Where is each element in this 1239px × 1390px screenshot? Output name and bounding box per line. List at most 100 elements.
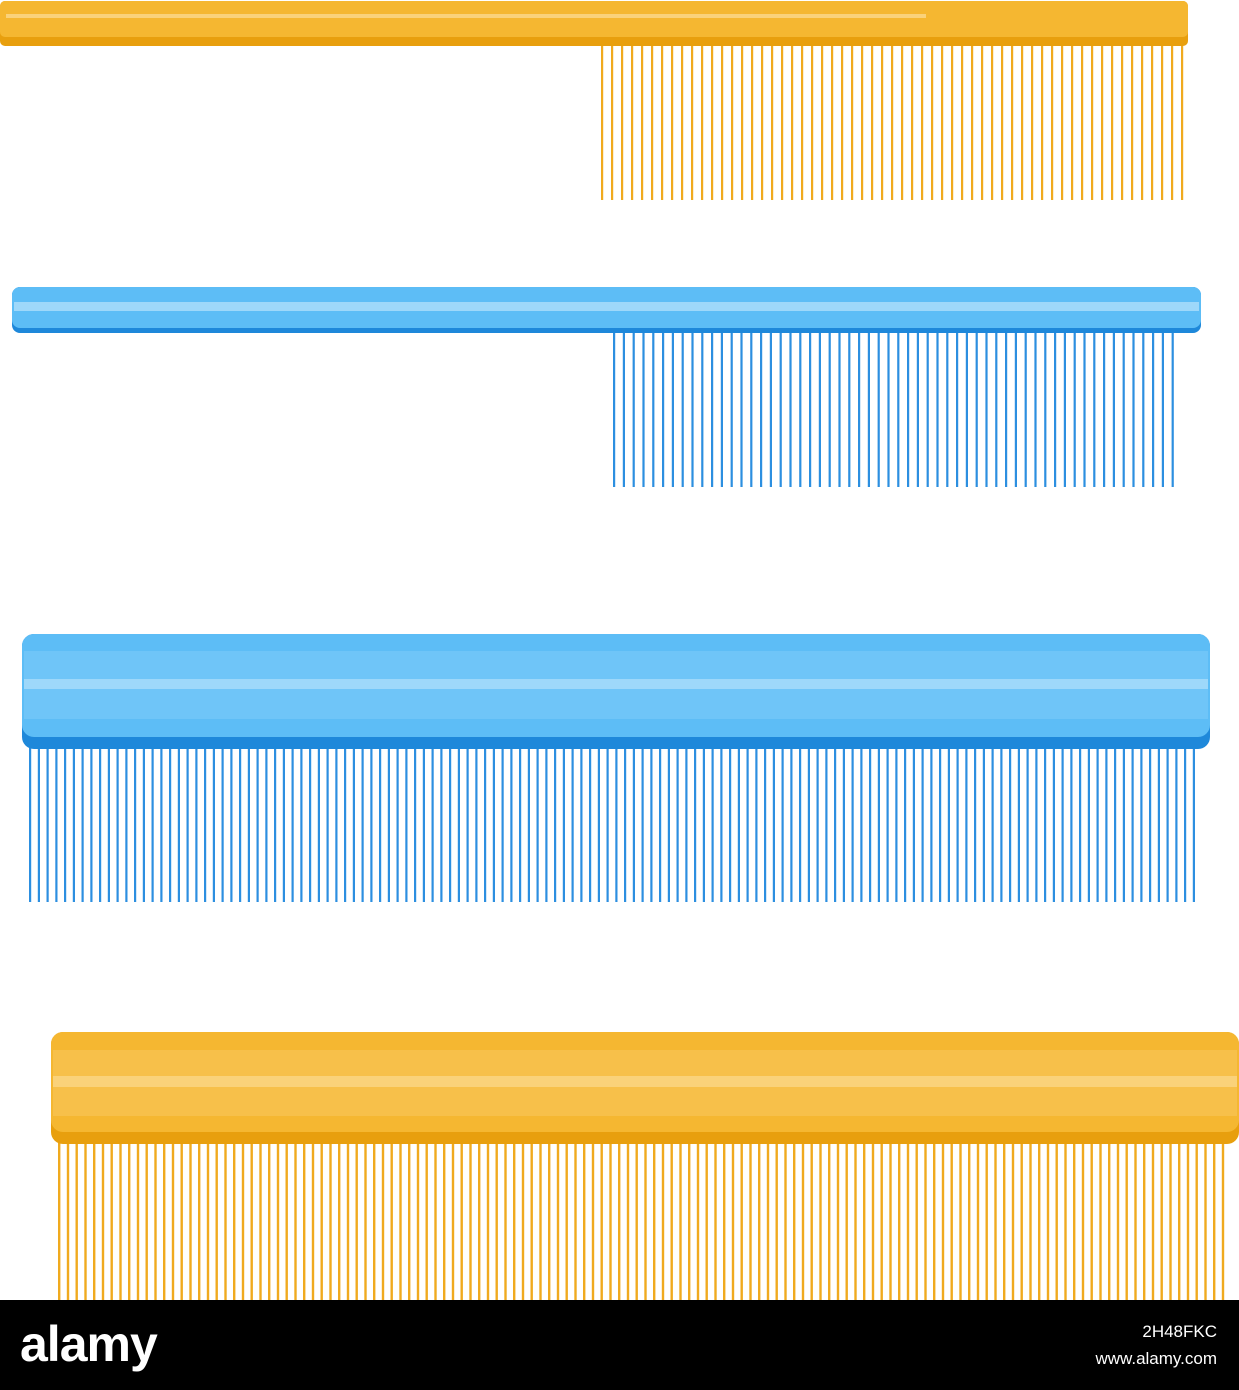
comb-tooth <box>968 1136 971 1300</box>
comb-tooth <box>591 1136 595 1300</box>
comb-tooth <box>667 740 670 902</box>
comb-tooth <box>285 1136 288 1300</box>
comb-tooth <box>807 740 810 902</box>
comb-tooth <box>711 40 714 200</box>
comb-tooth <box>651 40 654 200</box>
comb-tooth <box>212 740 215 902</box>
comb-tooth <box>641 40 644 200</box>
comb-tooth <box>609 1136 612 1300</box>
comb-tooth <box>204 740 207 902</box>
comb-tooth <box>1122 326 1125 487</box>
comb-tooth <box>904 740 907 902</box>
comb-tooth <box>154 1136 157 1300</box>
comb-tooth <box>206 1136 210 1300</box>
comb-tooth <box>951 40 954 200</box>
comb-tooth <box>1096 740 1099 902</box>
comb-tooth <box>685 740 688 902</box>
comb-tooth <box>811 40 814 200</box>
comb-tooth <box>642 326 645 487</box>
comb-tooth <box>971 40 974 200</box>
comb-tooth <box>869 740 872 902</box>
comb-tooth <box>107 740 110 902</box>
comb-tooth <box>510 740 513 902</box>
comb-tooth <box>821 40 824 200</box>
comb-tooth <box>1081 40 1084 200</box>
orange-wide-comb-teeth <box>58 1136 1225 1300</box>
comb-tooth <box>818 326 821 487</box>
image-url-label: www.alamy.com <box>1095 1349 1217 1368</box>
orange-handled-comb-teeth <box>601 40 1184 200</box>
comb-tooth <box>641 740 644 902</box>
comb-tooth <box>326 740 329 902</box>
comb-tooth <box>1157 740 1160 902</box>
comb-tooth <box>1090 1136 1093 1300</box>
comb-tooth <box>457 740 460 902</box>
comb-tooth <box>897 326 900 487</box>
comb-tooth <box>1161 326 1164 487</box>
comb-tooth <box>1051 40 1054 200</box>
footer-bar: alamy 2H48FKC www.alamy.com <box>0 1300 1239 1390</box>
comb-tooth <box>959 1136 962 1300</box>
comb-tooth <box>741 40 744 200</box>
comb-tooth <box>761 40 764 200</box>
comb-tooth <box>84 1136 87 1300</box>
comb-tooth <box>408 1136 411 1300</box>
comb-tooth <box>556 1136 560 1300</box>
comb-tooth <box>771 40 774 200</box>
comb-tooth <box>751 40 754 200</box>
comb-tooth <box>1003 1136 1006 1300</box>
comb-tooth <box>1103 326 1106 487</box>
comb-tooth <box>1125 1136 1128 1300</box>
comb-tooth <box>791 40 794 200</box>
comb-tooth <box>93 1136 96 1300</box>
comb-tooth <box>317 740 320 902</box>
comb-tooth <box>99 740 102 902</box>
comb-tooth <box>691 326 694 487</box>
comb-tooth <box>781 740 784 902</box>
comb-tooth <box>730 326 733 487</box>
comb-tooth <box>1052 740 1055 902</box>
comb-tooth <box>985 1136 988 1300</box>
comb-tooth <box>881 40 884 200</box>
comb-tooth <box>613 326 616 487</box>
comb-tooth <box>1011 1136 1015 1300</box>
comb-tooth <box>1184 740 1187 902</box>
comb-tooth <box>1044 740 1047 902</box>
comb-tooth <box>1186 1136 1190 1300</box>
comb-tooth <box>574 1136 577 1300</box>
comb-tooth <box>1064 1136 1067 1300</box>
comb-tooth <box>1131 740 1134 902</box>
comb-tooth <box>851 40 854 200</box>
comb-tooth <box>256 740 259 902</box>
comb-tooth <box>75 1136 78 1300</box>
comb-tooth <box>995 326 998 487</box>
comb-tooth <box>387 740 390 902</box>
comb-tooth <box>670 1136 673 1300</box>
comb-tooth <box>931 40 934 200</box>
comb-tooth <box>845 1136 848 1300</box>
comb-tooth <box>233 1136 236 1300</box>
comb-tooth <box>1131 40 1134 200</box>
comb-tooth <box>1175 740 1178 902</box>
comb-tooth <box>134 740 137 902</box>
comb-tooth <box>965 740 968 902</box>
comb-tooth <box>801 1136 805 1300</box>
comb-tooth <box>729 740 732 902</box>
comb-tooth <box>635 1136 638 1300</box>
comb-tooth <box>72 740 75 902</box>
comb-tooth <box>1021 40 1024 200</box>
comb-tooth <box>863 1136 866 1300</box>
comb-tooth <box>1073 1136 1076 1300</box>
comb-tooth <box>721 40 724 200</box>
comb-tooth <box>711 326 714 487</box>
comb-tooth <box>720 740 723 902</box>
blue-handled-comb-teeth <box>613 326 1174 487</box>
comb-tooth <box>887 326 890 487</box>
comb-tooth <box>250 1136 253 1300</box>
comb-tooth <box>1044 326 1047 487</box>
comb-tooth <box>466 740 469 902</box>
comb-tooth <box>1081 1136 1085 1300</box>
comb-tooth <box>661 1136 665 1300</box>
comb-tooth <box>632 326 635 487</box>
comb-tooth <box>624 740 627 902</box>
